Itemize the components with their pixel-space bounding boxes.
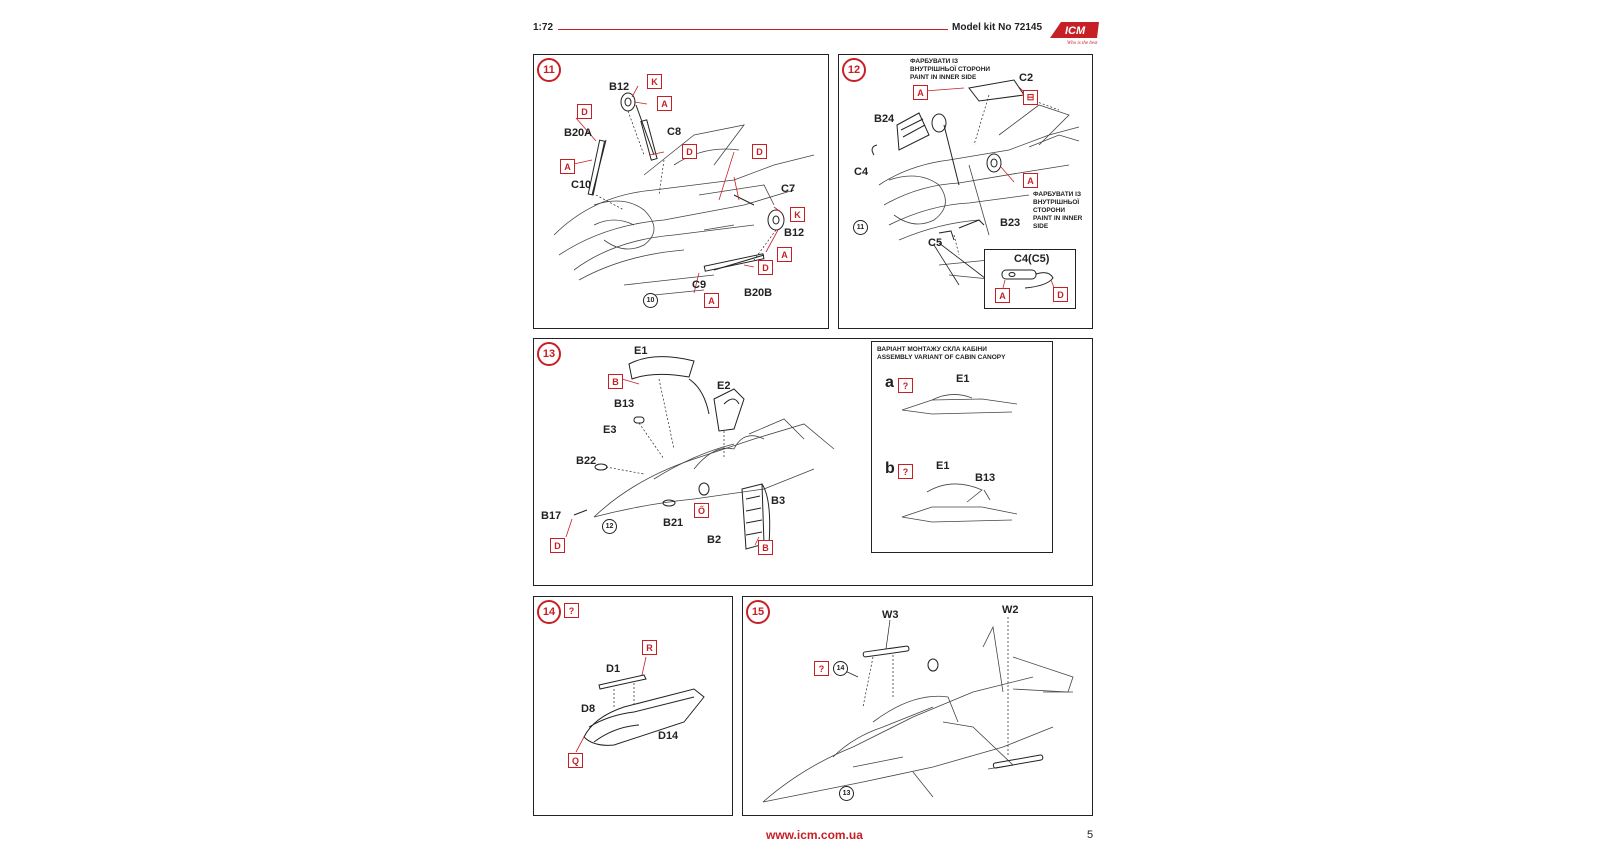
step-11-drawing bbox=[553, 85, 815, 296]
step-15-panel: 15 W3 W2 ? 14 13 bbox=[742, 596, 1093, 816]
step-number: 15 bbox=[746, 600, 770, 624]
part-label-d1: D1 bbox=[606, 663, 621, 675]
color-box: ? bbox=[814, 661, 829, 676]
c4-c5-detail-inset: C4(C5) A D bbox=[984, 249, 1076, 309]
color-box: R bbox=[642, 640, 657, 655]
part-label-e1-variant-a: E1 bbox=[956, 373, 970, 385]
color-box: A bbox=[913, 85, 928, 100]
part-label-c9: C9 bbox=[692, 279, 707, 291]
color-box: A bbox=[657, 96, 672, 111]
part-label-b12-second: B12 bbox=[784, 227, 805, 239]
color-box: D bbox=[758, 260, 773, 275]
color-box: A bbox=[704, 293, 719, 308]
step-12-panel: 12 ФАРБУВАТИ ІЗ ВНУТРІШНЬОЇ СТОРОНИ PAIN… bbox=[838, 54, 1093, 329]
color-box: A bbox=[1023, 173, 1038, 188]
part-label-e2: E2 bbox=[717, 380, 731, 392]
color-box: A bbox=[560, 159, 575, 174]
part-label-c2: C2 bbox=[1019, 72, 1034, 84]
website-link[interactable]: www.icm.com.ua bbox=[766, 828, 863, 842]
part-label-c5: C5 bbox=[928, 237, 943, 249]
step-13-drawing bbox=[565, 356, 835, 550]
scale-label: 1:72 bbox=[533, 22, 554, 33]
part-label-b20a: B20A bbox=[564, 127, 593, 139]
color-box: K bbox=[647, 74, 662, 89]
step-13-panel: 13 E1 E2 B13 E3 B22 B17 B21 B3 B2 B D B … bbox=[533, 338, 1093, 586]
part-label-b23: B23 bbox=[1000, 217, 1021, 229]
part-label-b12: B12 bbox=[609, 81, 630, 93]
color-box: ⊟ bbox=[1023, 90, 1038, 105]
color-box: ? bbox=[898, 464, 913, 479]
color-box: B bbox=[608, 374, 623, 389]
part-label-b13-variant-b: B13 bbox=[975, 472, 996, 484]
canopy-variant-title: ВАРІАНТ МОНТАЖУ СКЛА КАБІНИ ASSEMBLY VAR… bbox=[877, 346, 1006, 361]
color-box: D bbox=[752, 144, 767, 159]
variant-b-letter: b bbox=[885, 460, 895, 477]
color-box: Q bbox=[568, 753, 583, 768]
part-label-e3: E3 bbox=[603, 424, 617, 436]
color-box: D bbox=[550, 538, 565, 553]
color-box: D bbox=[577, 104, 592, 119]
svg-text:Who is the best: Who is the best bbox=[1067, 41, 1098, 46]
color-box: D bbox=[682, 144, 697, 159]
step-number: 13 bbox=[537, 342, 561, 366]
reference-step-circle: 12 bbox=[602, 519, 617, 534]
part-label-c4-c5: C4(C5) bbox=[1014, 253, 1050, 265]
reference-step-circle: 10 bbox=[643, 293, 658, 308]
part-label-c8: C8 bbox=[667, 126, 682, 138]
reference-step-circle: 11 bbox=[853, 220, 868, 235]
part-label-d14: D14 bbox=[658, 730, 679, 742]
part-label-b21: B21 bbox=[663, 517, 684, 529]
page-number: 5 bbox=[1087, 829, 1094, 841]
part-label-c10: C10 bbox=[571, 179, 592, 191]
step-14-drawing bbox=[575, 656, 705, 753]
part-label-b20b: B20B bbox=[744, 287, 773, 299]
part-label-c7: C7 bbox=[781, 183, 796, 195]
paint-icon-box: Ő bbox=[694, 503, 709, 518]
canopy-variant-drawing bbox=[901, 394, 1018, 523]
reference-step-circle: 13 bbox=[839, 786, 854, 801]
step-number: 12 bbox=[842, 58, 866, 82]
color-box: A bbox=[995, 288, 1010, 303]
part-label-b24: B24 bbox=[874, 113, 895, 125]
variant-a-letter: a bbox=[885, 374, 894, 391]
color-box: ? bbox=[564, 603, 579, 618]
paint-inner-side-note-2: ФАРБУВАТИ ІЗ ВНУТРІШНЬОЇ СТОРОНИ PAINT I… bbox=[1033, 191, 1083, 230]
svg-text:ICM: ICM bbox=[1065, 25, 1086, 37]
color-box: A bbox=[777, 247, 792, 262]
part-label-b22: B22 bbox=[576, 455, 597, 467]
part-label-e1: E1 bbox=[634, 345, 648, 357]
part-label-w2: W2 bbox=[1002, 604, 1019, 616]
part-label-d8: D8 bbox=[581, 703, 596, 715]
model-kit-number: Model kit No 72145 bbox=[952, 22, 1043, 33]
step-number: 11 bbox=[537, 58, 561, 82]
step-14-panel: 14 ? D1 D8 D14 R Q bbox=[533, 596, 733, 816]
reference-step-circle: 14 bbox=[833, 661, 848, 676]
step-15-drawing bbox=[762, 617, 1074, 803]
header-rule bbox=[558, 29, 948, 30]
part-label-b13: B13 bbox=[614, 398, 635, 410]
part-label-b3: B3 bbox=[771, 495, 786, 507]
c4-detail-drawing bbox=[1001, 269, 1056, 291]
color-box: K bbox=[790, 207, 805, 222]
step-11-panel: 11 B12 B20A C8 C10 C7 B12 C9 B20B K A D … bbox=[533, 54, 829, 329]
color-box: B bbox=[758, 540, 773, 555]
color-box: ? bbox=[898, 378, 913, 393]
part-label-c4: C4 bbox=[854, 166, 869, 178]
step-number: 14 bbox=[537, 600, 561, 624]
paint-inner-side-note: ФАРБУВАТИ ІЗ ВНУТРІШНЬОЇ СТОРОНИ PAINT I… bbox=[910, 58, 991, 81]
part-label-w3: W3 bbox=[882, 609, 899, 621]
canopy-variant-inset: ВАРІАНТ МОНТАЖУ СКЛА КАБІНИ ASSEMBLY VAR… bbox=[871, 341, 1053, 553]
icm-logo: ICM Who is the best bbox=[1047, 18, 1107, 46]
part-label-b2: B2 bbox=[707, 534, 722, 546]
part-label-e1-variant-b: E1 bbox=[936, 460, 950, 472]
color-box: D bbox=[1053, 287, 1068, 302]
part-label-b17: B17 bbox=[541, 510, 562, 522]
